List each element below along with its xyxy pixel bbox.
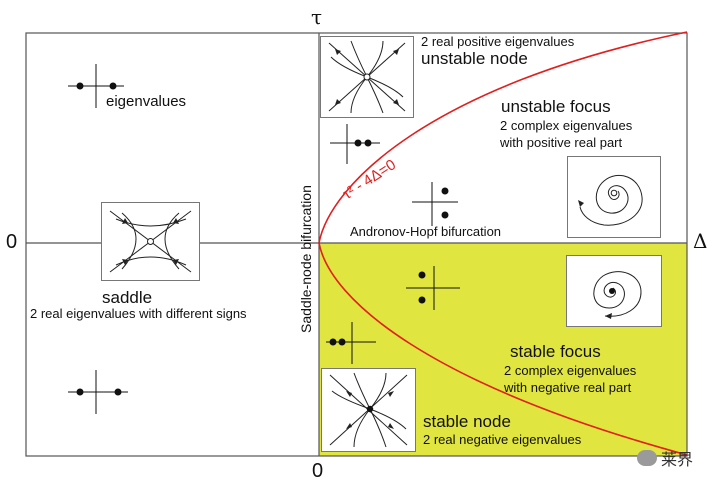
- watermark-text: 莱界: [661, 452, 694, 469]
- unstable-focus-title: unstable focus: [501, 97, 611, 116]
- watermark: 莱界: [637, 446, 693, 470]
- unstable-focus-portrait: [567, 156, 661, 238]
- stable-focus-title: stable focus: [510, 342, 601, 361]
- stable-focus-portrait: [566, 255, 662, 327]
- unstable-node-title: unstable node: [421, 49, 528, 68]
- saddle-node-bifurcation-label: Saddle-node bifurcation: [298, 185, 314, 333]
- eigen-marker-unstable-node: [330, 124, 380, 164]
- saddle-portrait: [101, 202, 200, 281]
- saddle-title: saddle: [102, 288, 153, 307]
- parabola-upper-branch: [318, 31, 688, 244]
- stable-node-title: stable node: [423, 412, 511, 431]
- tau-axis-label: τ: [311, 5, 323, 29]
- delta-axis-label: Δ: [693, 229, 708, 253]
- unstable-focus-line2: with positive real part: [500, 135, 623, 150]
- eigen-marker-unstable-focus: [412, 182, 458, 226]
- stable-node-desc: 2 real negative eigenvalues: [423, 432, 582, 447]
- hopf-bifurcation-label: Andronov-Hopf bifurcation: [350, 224, 502, 239]
- eigenvalues-label: eigenvalues: [106, 93, 187, 110]
- unstable-node-desc: 2 real positive eigenvalues: [421, 34, 575, 49]
- eigen-marker-stable-focus: [406, 266, 460, 310]
- zero-bottom-label: 0: [312, 460, 324, 482]
- stable-focus-line2: with negative real part: [504, 380, 632, 395]
- unstable-node-portrait: [320, 36, 414, 118]
- unstable-focus-line1: 2 complex eigenvalues: [500, 118, 633, 133]
- eigen-marker-stable-node: [326, 322, 376, 364]
- eigen-marker-bottom-left: [68, 370, 128, 414]
- zero-left-label: 0: [6, 231, 18, 253]
- stable-focus-line1: 2 complex eigenvalues: [504, 363, 637, 378]
- eigen-marker-top-left: [68, 64, 124, 108]
- diagram-frame: [25, 32, 688, 457]
- saddle-desc: 2 real eigenvalues with different signs: [30, 306, 247, 321]
- stable-node-portrait: [321, 368, 416, 452]
- wechat-icon: [637, 450, 657, 466]
- parabola-lower-branch: [318, 242, 688, 456]
